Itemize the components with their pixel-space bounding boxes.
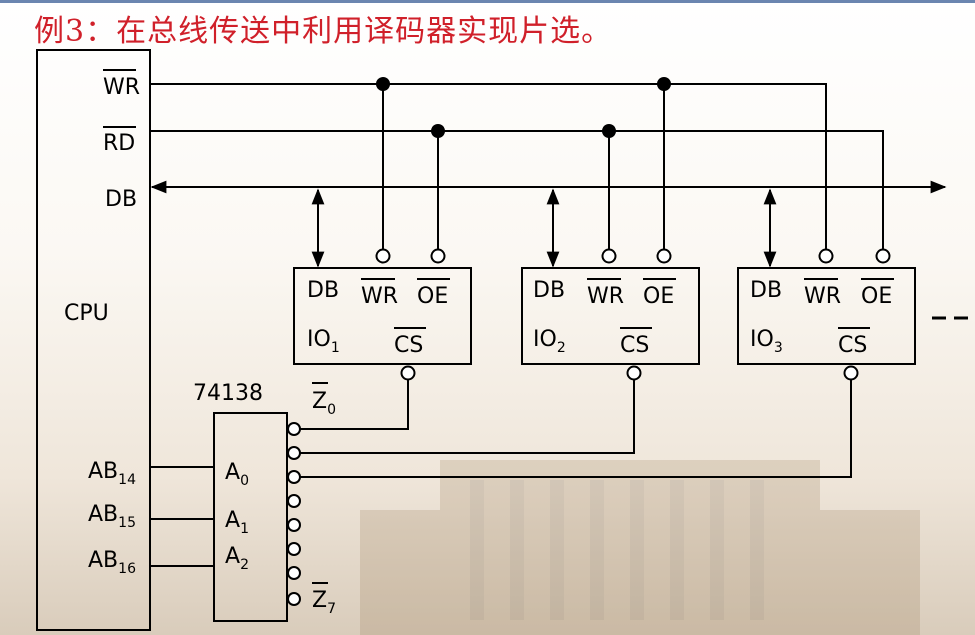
decoder-output-z0-label: Z0 — [312, 389, 336, 418]
oe-inversion-bubble — [656, 248, 672, 264]
io3-db-label: DB — [750, 278, 782, 303]
wr-inversion-bubble — [375, 248, 391, 264]
cpu-block — [36, 49, 151, 631]
cs-wire-io1 — [300, 380, 409, 430]
io1-wr-label: WR — [361, 284, 398, 309]
header-rule — [0, 0, 975, 3]
wr-inversion-bubble — [818, 248, 834, 264]
cpu-wr-label: WR — [103, 75, 140, 100]
slide-title: 例3：在总线传送中利用译码器实现片选。 — [34, 14, 613, 49]
cs-wire-io2 — [300, 380, 635, 454]
oe-inversion-bubble — [875, 248, 891, 264]
cs-wire-io3 — [300, 380, 852, 478]
background-building-watermark — [360, 460, 920, 635]
io3-cs-label: CS — [838, 333, 867, 358]
io2-wr-label: WR — [587, 284, 624, 309]
cpu-rd-label: RD — [103, 131, 135, 156]
decoder-label: 74138 — [193, 381, 263, 406]
decoder-output-bubbles — [287, 422, 301, 606]
decoder-output-z7-label: Z7 — [312, 588, 336, 617]
io2-oe-label: OE — [643, 284, 674, 309]
decoder-block — [213, 412, 288, 622]
rd-bus-line — [150, 130, 884, 256]
wr-inversion-bubble — [601, 248, 617, 264]
io1-oe-label: OE — [417, 284, 448, 309]
io-device-1: DB WR OE IO1 CS — [293, 248, 472, 381]
cpu-ab14-label: AB14 — [88, 459, 136, 488]
decoder-input-a0: A0 — [225, 460, 249, 489]
cpu-ab15-label: AB15 — [88, 502, 136, 531]
io3-wr-label: WR — [804, 284, 841, 309]
cs-inversion-bubble — [843, 365, 859, 381]
cpu-db-label: DB — [105, 187, 137, 212]
cpu-ab16-label: AB16 — [88, 548, 136, 577]
io3-name: IO3 — [750, 327, 783, 356]
cs-inversion-bubble — [400, 365, 416, 381]
io2-cs-label: CS — [620, 333, 649, 358]
decoder-input-a2: A2 — [225, 544, 249, 573]
io1-cs-label: CS — [394, 333, 423, 358]
oe-inversion-bubble — [430, 248, 446, 264]
io-device-2: DB WR OE IO2 CS — [521, 248, 700, 381]
io-device-3: DB WR OE IO3 CS — [737, 248, 916, 381]
decoder-input-a1: A1 — [225, 508, 249, 537]
cs-inversion-bubble — [626, 365, 642, 381]
cpu-label: CPU — [64, 301, 109, 326]
io2-name: IO2 — [533, 327, 566, 356]
io1-name: IO1 — [307, 327, 340, 356]
io2-db-label: DB — [533, 278, 565, 303]
wr-bus-line — [150, 83, 827, 256]
io1-db-label: DB — [307, 278, 339, 303]
io3-oe-label: OE — [861, 284, 892, 309]
